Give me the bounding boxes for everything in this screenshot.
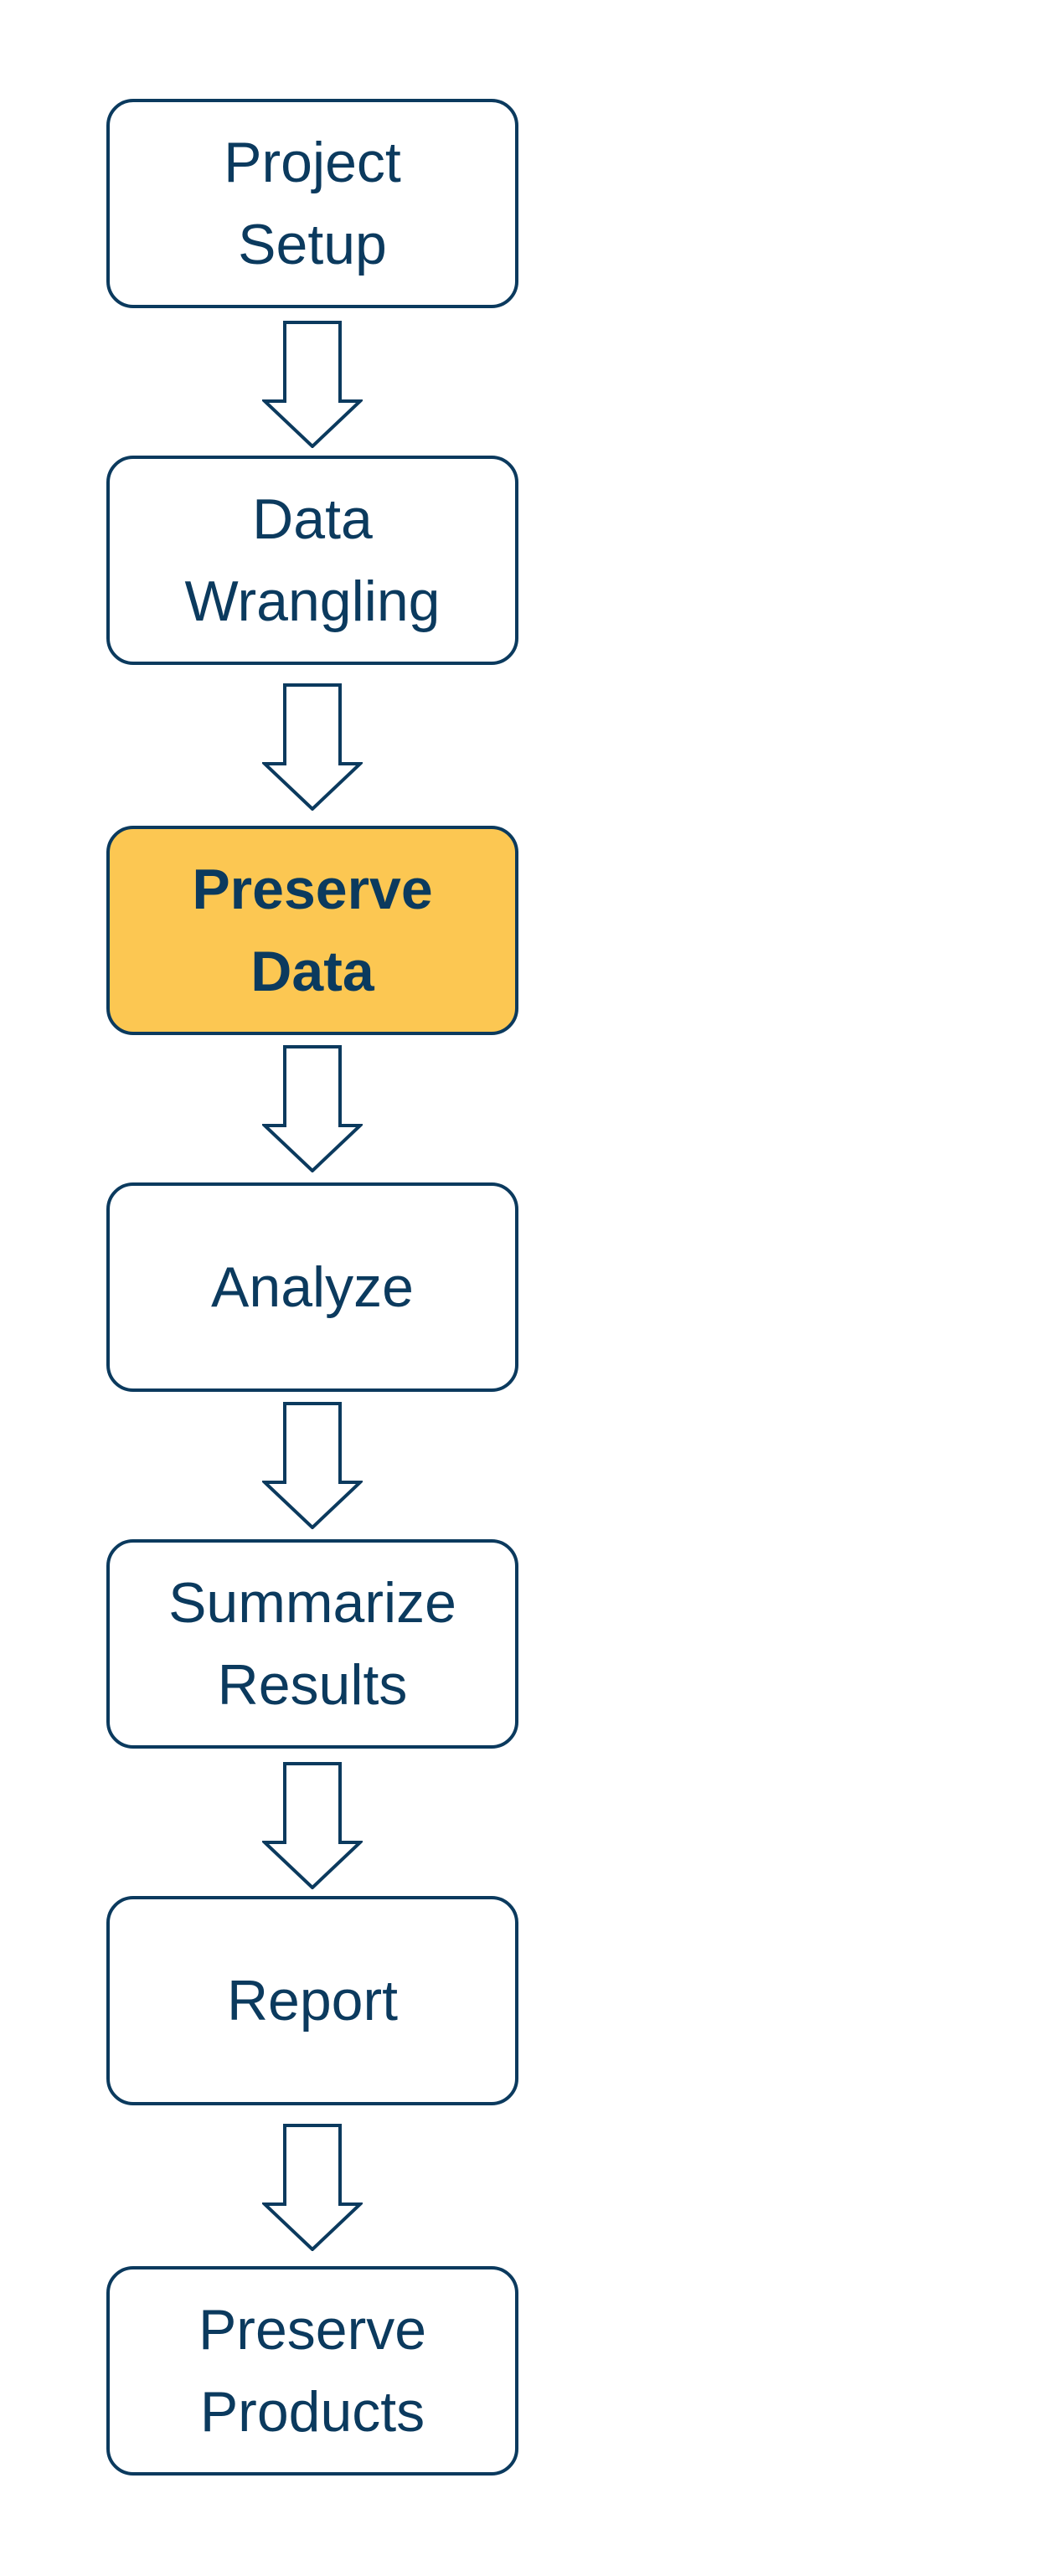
down-arrow-icon <box>262 1402 363 1529</box>
step-label: Summarize Results <box>168 1571 456 1717</box>
step-label: Project Setup <box>224 131 401 276</box>
step-label: Report <box>226 1969 399 2032</box>
step-label: Preserve Data <box>192 858 433 1003</box>
down-arrow-icon <box>262 683 363 811</box>
step-label: Data Wrangling <box>184 487 441 633</box>
step-report: Report <box>106 1896 518 2105</box>
step-summarize-results: Summarize Results <box>106 1539 518 1749</box>
down-arrow-icon <box>262 2124 363 2251</box>
step-label: Analyze <box>211 1255 414 1319</box>
step-preserve-data: Preserve Data <box>106 826 518 1035</box>
step-data-wrangling: Data Wrangling <box>106 456 518 665</box>
down-arrow-icon <box>262 1045 363 1172</box>
step-analyze: Analyze <box>106 1182 518 1392</box>
down-arrow-icon <box>262 321 363 448</box>
step-preserve-products: Preserve Products <box>106 2266 518 2476</box>
down-arrow-icon <box>262 1762 363 1889</box>
step-label: Preserve Products <box>198 2298 427 2444</box>
step-project-setup: Project Setup <box>106 99 518 308</box>
